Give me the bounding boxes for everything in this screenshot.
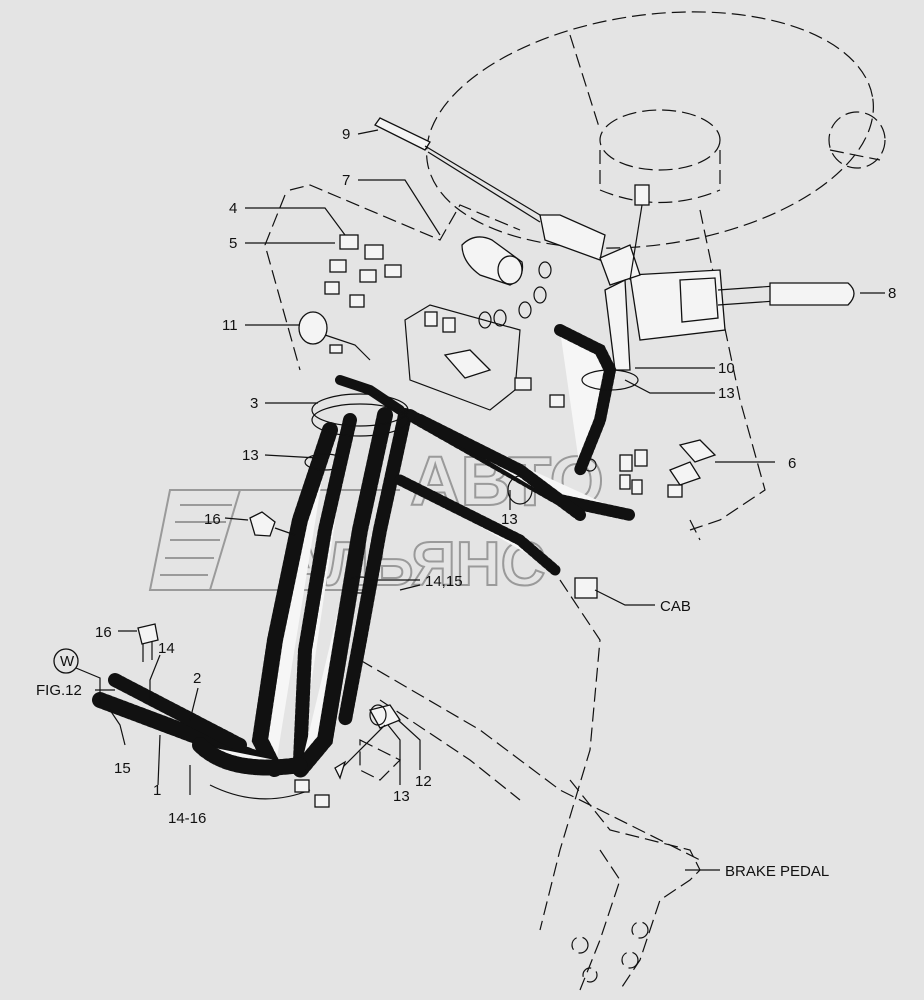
callout-12: 12: [415, 773, 432, 790]
connectors-6: [583, 439, 717, 498]
callout-14-15: 14,15: [425, 573, 463, 590]
callout-2: 2: [193, 670, 201, 687]
callout-1: 1: [153, 782, 161, 799]
clamps: [209, 369, 639, 800]
switch-8: [599, 184, 855, 371]
steering-wheel: [426, 11, 886, 249]
callout-14: 14: [158, 640, 175, 657]
callout-11: 11: [222, 317, 238, 334]
dashboard-outline: [264, 184, 766, 931]
fitting-16-lower: [137, 623, 159, 662]
part-12: [334, 704, 401, 780]
knob-7: [461, 236, 524, 286]
callout-13-bottom: 13: [393, 788, 410, 805]
callout-14-16: 14-16: [168, 810, 206, 827]
w-reference-circle: [53, 648, 79, 674]
callout-15: 15: [114, 760, 131, 777]
callout-cab: CAB: [660, 598, 691, 615]
part-11: [298, 311, 371, 361]
callout-16-bottom: 16: [95, 624, 112, 641]
callout-4: 4: [229, 200, 237, 217]
w-reference-label: W: [60, 653, 75, 670]
callout-5: 5: [229, 235, 237, 252]
leader-lines: [75, 129, 885, 871]
lever-9: [374, 117, 606, 261]
cab-connector: [574, 577, 598, 599]
callout-6: 6: [788, 455, 796, 472]
wire-end: [314, 794, 330, 808]
callout-13-right: 13: [718, 385, 735, 402]
callout-13-left: 13: [242, 447, 259, 464]
connectors-4-5: [324, 234, 402, 308]
brake-pedal-assembly: [359, 659, 701, 991]
callout-fig12: FIG.12: [36, 682, 82, 699]
callout-3: 3: [250, 395, 258, 412]
callout-9: 9: [342, 126, 350, 143]
fitting-16-upper: [249, 511, 296, 537]
callout-brake-pedal: BRAKE PEDAL: [725, 863, 829, 880]
callout-labels: 9 7 4 5 11 3 13 16 16 14 W FIG.12 2 15 1…: [36, 126, 896, 880]
wire-harness: [92, 324, 636, 778]
callout-13-center: 13: [501, 511, 518, 528]
center-connectors: [404, 261, 565, 411]
wire-end: [294, 779, 310, 793]
callout-10: 10: [718, 360, 735, 377]
callout-8: 8: [888, 285, 896, 302]
callout-7: 7: [342, 172, 350, 189]
callout-16-top: 16: [204, 511, 221, 528]
